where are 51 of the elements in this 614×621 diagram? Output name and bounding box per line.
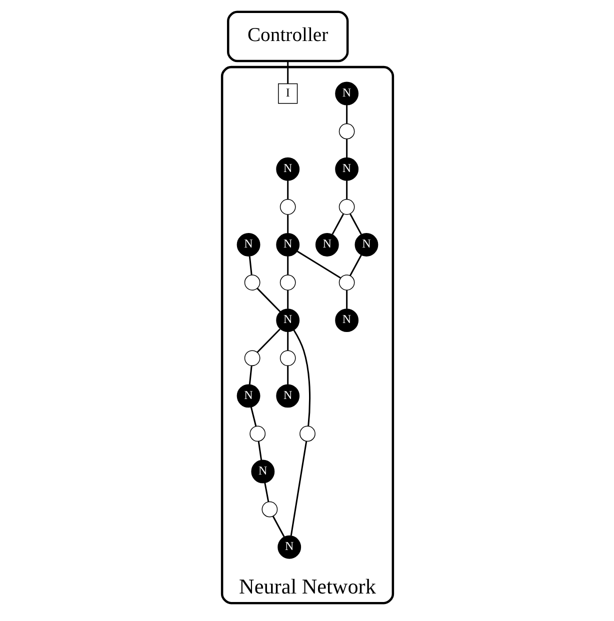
connector — [248, 256, 252, 275]
connector — [292, 330, 310, 426]
connector — [272, 516, 284, 538]
node-circle — [279, 274, 296, 290]
node-circle: N — [250, 460, 274, 484]
node-circle: N — [276, 384, 300, 408]
node-circle: N — [276, 157, 300, 181]
node-circle — [279, 199, 296, 215]
connector — [349, 214, 362, 235]
node-circle — [279, 350, 296, 366]
node-circle: N — [334, 82, 358, 106]
node-circle: N — [314, 233, 338, 256]
node-circle — [249, 426, 266, 442]
connector — [346, 180, 348, 200]
connector — [248, 366, 252, 385]
node-circle — [338, 199, 354, 215]
connector — [264, 482, 269, 502]
node-circle — [299, 426, 315, 442]
node-box: I — [278, 83, 298, 104]
connector — [286, 290, 288, 309]
connector — [331, 214, 344, 235]
node-circle — [338, 123, 354, 140]
connector — [290, 441, 307, 536]
node-circle — [244, 350, 260, 366]
connector — [286, 214, 288, 234]
node-circle — [244, 274, 260, 290]
connector — [346, 290, 348, 309]
node-circle: N — [334, 308, 358, 332]
node-circle: N — [334, 157, 358, 181]
node-circle — [338, 274, 354, 290]
node-circle: N — [236, 384, 260, 408]
connector — [286, 61, 288, 84]
node-circle — [261, 501, 278, 518]
connector — [257, 441, 262, 460]
node-circle: N — [236, 233, 260, 256]
connector — [286, 180, 288, 200]
connector — [256, 328, 280, 353]
connector — [296, 250, 340, 278]
connector — [286, 332, 288, 350]
connector — [286, 256, 288, 275]
node-circle: N — [277, 535, 301, 559]
connector — [286, 366, 288, 384]
connector — [348, 254, 362, 276]
node-circle: N — [354, 233, 378, 256]
connector — [346, 104, 348, 124]
node-box: Controller — [226, 10, 348, 62]
node-circle: N — [276, 233, 300, 256]
connector — [346, 139, 348, 158]
connector — [256, 288, 280, 312]
connector — [250, 406, 256, 426]
node-circle: N — [276, 308, 300, 332]
